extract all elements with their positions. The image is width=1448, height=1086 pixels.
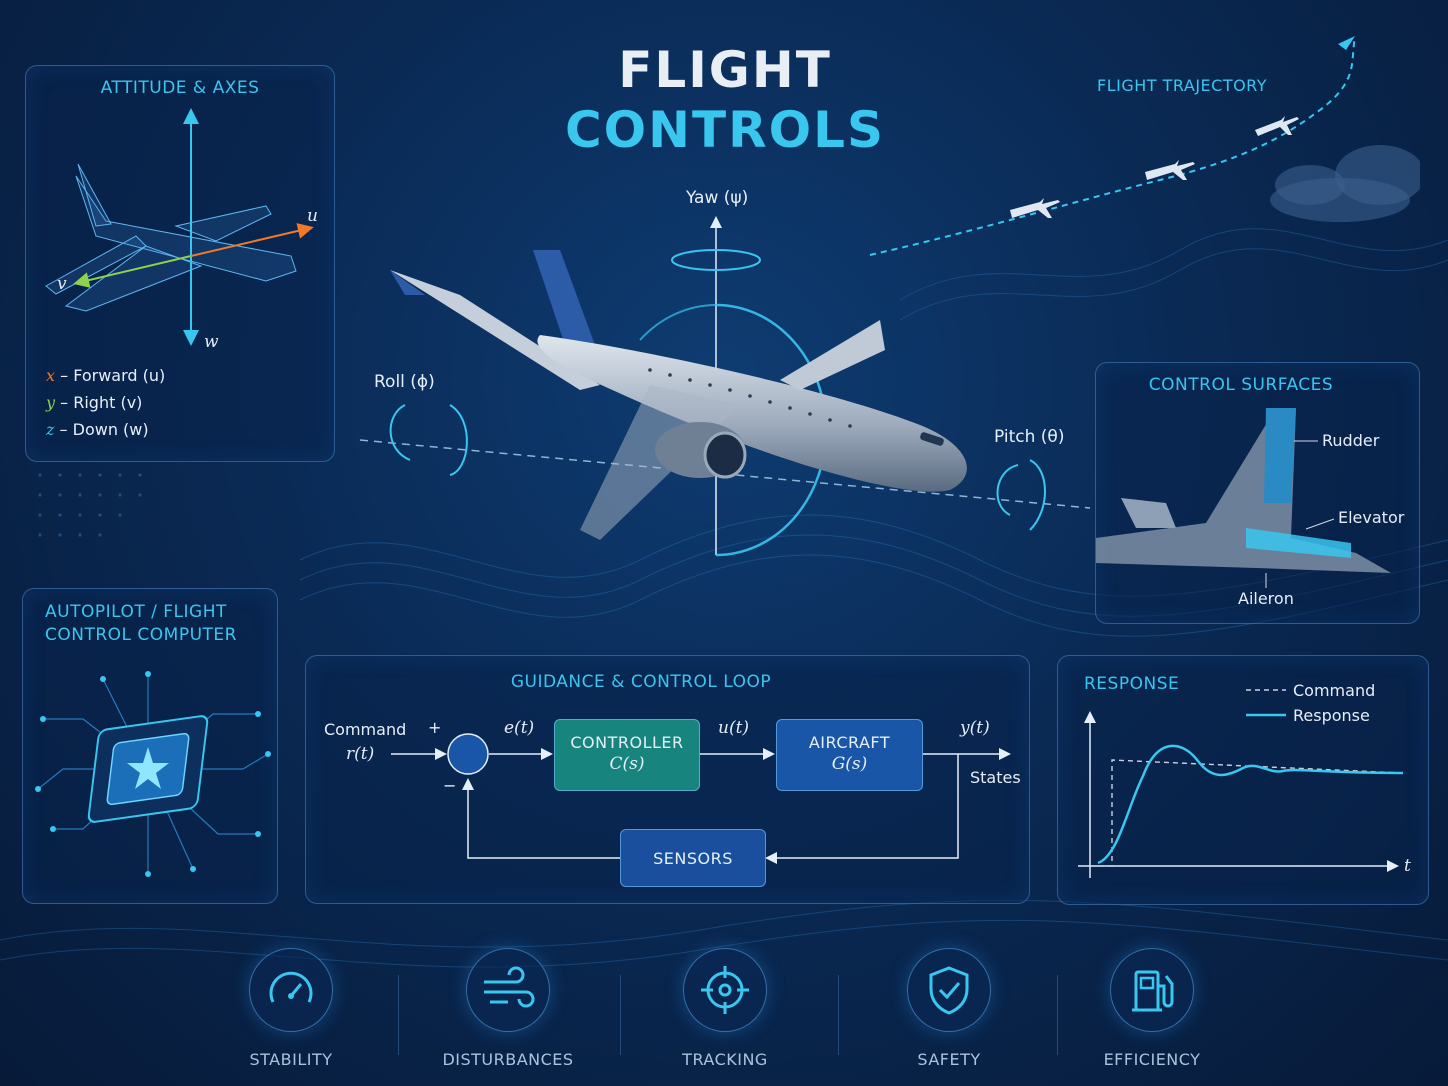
controller-block: CONTROLLER C(s): [554, 719, 700, 791]
rudder-label: Rudder: [1322, 431, 1380, 450]
r-label: r(t): [346, 744, 375, 764]
response-title: RESPONSE: [1084, 674, 1180, 694]
legend-y-var: y: [46, 393, 56, 412]
wind-icon: [466, 948, 550, 1032]
axis-u-label: u: [307, 206, 318, 226]
response-panel: RESPONSE Command Response t: [1057, 655, 1429, 905]
divider-2: [620, 975, 621, 1055]
sensors-title: SENSORS: [653, 849, 733, 868]
aircraft-block: AIRCRAFT G(s): [776, 719, 923, 791]
legend-x: x – Forward (u): [46, 362, 165, 389]
response-curve: [1097, 744, 1404, 865]
autopilot-title-line2: CONTROL COMPUTER: [45, 625, 237, 645]
fuel-pump-icon: [1110, 948, 1194, 1032]
t-axis-label: t: [1404, 856, 1411, 876]
axes-legend: x – Forward (u) y – Right (v) z – Down (…: [46, 362, 165, 443]
sensors-block: SENSORS: [620, 829, 766, 887]
control-loop-title: GUIDANCE & CONTROL LOOP: [510, 672, 772, 692]
title-line1: FLIGHT: [618, 41, 832, 99]
axis-v-label: v: [57, 274, 67, 294]
legend-command-label: Command: [1293, 681, 1376, 700]
cloud-shape: [1270, 145, 1420, 222]
efficiency-item: EFFICIENCY: [1072, 948, 1232, 1069]
response-plot: [1078, 689, 1404, 878]
control-surfaces-title: CONTROL SURFACES: [1148, 375, 1334, 395]
states-label: States: [970, 768, 1021, 787]
elevator-label: Elevator: [1338, 508, 1405, 527]
page-title: FLIGHT CONTROLS: [520, 40, 930, 160]
control-loop-diagram: [391, 733, 1011, 864]
trajectory-diagram: [869, 36, 1420, 256]
axis-w-label: w: [204, 332, 219, 352]
u-axis: [190, 223, 314, 257]
trajectory-plane-icons: [1010, 116, 1299, 218]
attitude-panel: ATTITUDE & AXES u v w x – Forward (u) y …: [25, 65, 335, 462]
aileron-label: Aileron: [1238, 589, 1294, 608]
safety-item: SAFETY: [869, 948, 1029, 1069]
controller-title: CONTROLLER: [570, 733, 684, 752]
control-surfaces-panel: CONTROL SURFACES Rudder Elevator Aileron: [1095, 362, 1420, 624]
legend-z: z – Down (w): [46, 416, 165, 443]
y-label: y(t): [960, 718, 990, 738]
chip-diagram: [35, 671, 271, 877]
command-label: Command: [324, 720, 407, 739]
u-label: u(t): [718, 718, 750, 738]
summing-junction: [447, 733, 489, 775]
tracking-item: TRACKING: [645, 948, 805, 1069]
autopilot-title: AUTOPILOT / FLIGHT CONTROL COMPUTER: [45, 601, 237, 647]
tail-diagram: [1096, 408, 1391, 588]
divider-4: [1057, 975, 1058, 1055]
shield-check-icon: [907, 948, 991, 1032]
disturbances-label: DISTURBANCES: [442, 1050, 574, 1069]
tracking-label: TRACKING: [682, 1050, 768, 1069]
safety-label: SAFETY: [917, 1050, 981, 1069]
legend-z-text: – Down (w): [59, 420, 149, 439]
legend-response-label: Response: [1293, 706, 1370, 725]
legend-z-var: z: [46, 420, 55, 439]
stability-item: STABILITY: [211, 948, 371, 1069]
autopilot-title-line1: AUTOPILOT / FLIGHT: [45, 602, 227, 622]
divider-1: [398, 975, 399, 1055]
divider-3: [838, 975, 839, 1055]
control-loop-panel: GUIDANCE & CONTROL LOOP Command r(t) + −…: [305, 655, 1030, 904]
main-aircraft-diagram: [359, 216, 1091, 557]
command-step-line: [1090, 759, 1404, 867]
e-label: e(t): [504, 718, 535, 738]
attitude-title: ATTITUDE & AXES: [100, 78, 260, 98]
legend-x-var: x: [46, 366, 56, 385]
aircraft-tf: G(s): [831, 754, 868, 774]
crosshair-icon: [683, 948, 767, 1032]
gauge-icon: [249, 948, 333, 1032]
chip-star-icon: [127, 747, 169, 789]
legend-y: y – Right (v): [46, 389, 165, 416]
autopilot-panel: AUTOPILOT / FLIGHT CONTROL COMPUTER: [22, 588, 278, 904]
pitch-label: Pitch (θ): [994, 427, 1065, 447]
wireframe-aircraft-diagram: [45, 108, 314, 346]
disturbances-item: DISTURBANCES: [428, 948, 588, 1069]
controller-tf: C(s): [609, 754, 645, 774]
aircraft-title: AIRCRAFT: [808, 733, 891, 752]
v-axis: [73, 255, 192, 288]
efficiency-label: EFFICIENCY: [1103, 1050, 1201, 1069]
trajectory-title: FLIGHT TRAJECTORY: [1097, 76, 1268, 95]
plus-sign: +: [428, 718, 442, 737]
minus-sign: −: [443, 776, 457, 795]
title-line2: CONTROLS: [564, 101, 886, 159]
roll-label: Roll (ϕ): [374, 372, 435, 392]
yaw-label: Yaw (ψ): [686, 188, 749, 208]
legend-y-text: – Right (v): [60, 393, 143, 412]
legend-x-text: – Forward (u): [60, 366, 166, 385]
stability-label: STABILITY: [249, 1050, 333, 1069]
